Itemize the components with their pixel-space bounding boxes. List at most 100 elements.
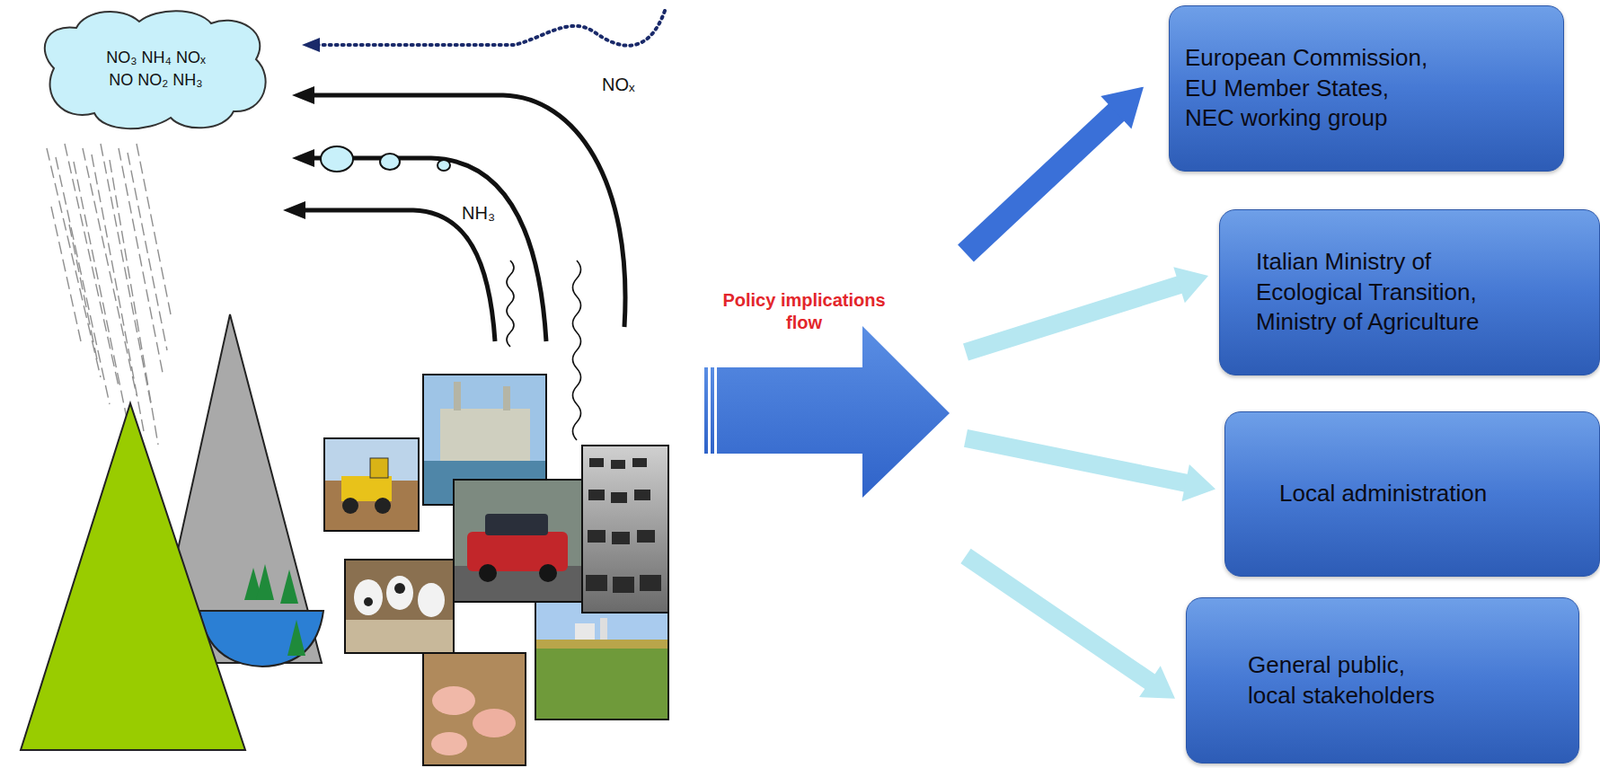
photo-cars [585, 458, 662, 593]
connector-shaft [965, 438, 1187, 484]
rain-streaks [46, 143, 171, 445]
stakeholder-box: Italian Ministry of Ecological Transitio… [1219, 209, 1600, 376]
arrow-head [291, 149, 315, 168]
policy-flow-arrow: Policy implications flow [691, 224, 966, 575]
tree [256, 564, 275, 601]
arrow-stripe [710, 367, 715, 454]
tree [287, 619, 306, 656]
photo-car [634, 489, 651, 501]
connector-arrowhead [1173, 266, 1209, 303]
stakeholder-box: European Commission, EU Member States, N… [1168, 5, 1565, 172]
rain-streak [55, 157, 110, 405]
photo-frame [344, 559, 454, 654]
cloud-shape [44, 10, 266, 129]
photo-car [639, 574, 662, 592]
connector-shaft [965, 284, 1181, 353]
node-text: NO₃ NH₄ NOₓ NO NO₂ NH₃ [99, 46, 213, 92]
dotted-transport-arrow [314, 10, 665, 46]
connector-arrowhead [1139, 665, 1176, 699]
photo-frame [582, 445, 669, 613]
node-text: General public, local stakeholders [1247, 650, 1456, 712]
photo-machine [370, 458, 389, 478]
photo-cow [353, 579, 383, 616]
node-text: Italian Ministry of Ecological Transitio… [1255, 247, 1497, 338]
photo-pig [432, 686, 476, 716]
loader-photo [324, 438, 419, 531]
photo-spot [394, 583, 406, 594]
photo-stack [503, 386, 511, 411]
photo-car [632, 458, 647, 468]
photo-wheel [478, 564, 497, 583]
flow-connector [965, 556, 1176, 699]
connector-arrowhead [1181, 464, 1216, 502]
arrow-stripe [704, 367, 708, 454]
flow-connector [965, 438, 1216, 502]
photo-trough [345, 619, 453, 653]
species-label: NH₃ [459, 202, 497, 224]
flow-connector [965, 87, 1144, 254]
photo-stack [453, 381, 461, 411]
photo-car [587, 530, 606, 543]
photo-pig [472, 708, 516, 738]
flow-connector [965, 266, 1209, 353]
block-arrow-outline [691, 224, 966, 575]
photo-silo [600, 618, 608, 640]
cloud-outline [35, 5, 276, 133]
arrow-head [301, 37, 320, 53]
cows-photo [344, 559, 454, 654]
photo-car [611, 531, 630, 545]
arrow-head [291, 86, 315, 105]
lake [199, 610, 324, 667]
photo-frame [453, 479, 583, 602]
photo-car [585, 574, 608, 592]
connector-arrowhead [1100, 87, 1144, 130]
cloud-node: NO₃ NH₄ NOₓ NO NO₂ NH₃ [35, 5, 276, 133]
photo-window [485, 513, 549, 536]
rain-streak [64, 143, 119, 387]
rain-streak [51, 206, 81, 342]
photo-wheel [342, 497, 359, 514]
tree [280, 569, 299, 604]
car-photo [453, 479, 583, 602]
rain-streak [109, 159, 159, 445]
stakeholder-box: Local administration [1224, 411, 1600, 577]
photo-strip [536, 639, 668, 649]
deposition-arrow [300, 210, 496, 342]
photo-spot [363, 597, 373, 607]
aerosol-particle [380, 153, 400, 170]
pigs-photo [423, 653, 526, 766]
rain-streak [136, 143, 171, 315]
block-arrow [716, 326, 950, 498]
node-text: Local administration [1279, 478, 1513, 510]
aerosol-particle [320, 146, 354, 172]
photo-car [612, 576, 635, 593]
photo-car [610, 492, 628, 504]
emission-plume [506, 260, 514, 347]
flow-heading: Policy implications flow [718, 289, 890, 335]
emission-plume [573, 260, 582, 441]
photo-frame [423, 653, 526, 766]
rain-streak [69, 224, 98, 360]
photo-field [536, 639, 668, 719]
photo-car [467, 531, 568, 572]
photo-cow [417, 583, 445, 618]
photo-frame [324, 438, 419, 531]
photo-pig [431, 732, 468, 756]
photo-car [589, 458, 604, 468]
photo-car [636, 530, 655, 543]
species-label: NOₓ [600, 73, 637, 96]
photo-car [610, 459, 626, 469]
photo-barn [574, 623, 595, 640]
green-mountain [20, 403, 246, 751]
connector-shaft [965, 556, 1151, 682]
traffic-photo [582, 445, 669, 613]
rain-streak [127, 152, 168, 351]
node-text: European Commission, EU Member States, N… [1184, 43, 1438, 134]
stakeholder-box: General public, local stakeholders [1185, 597, 1580, 764]
nh3-arrow [309, 158, 547, 342]
photo-building [440, 408, 531, 461]
aerosol-particle [437, 159, 451, 171]
rain-streak [118, 148, 164, 378]
